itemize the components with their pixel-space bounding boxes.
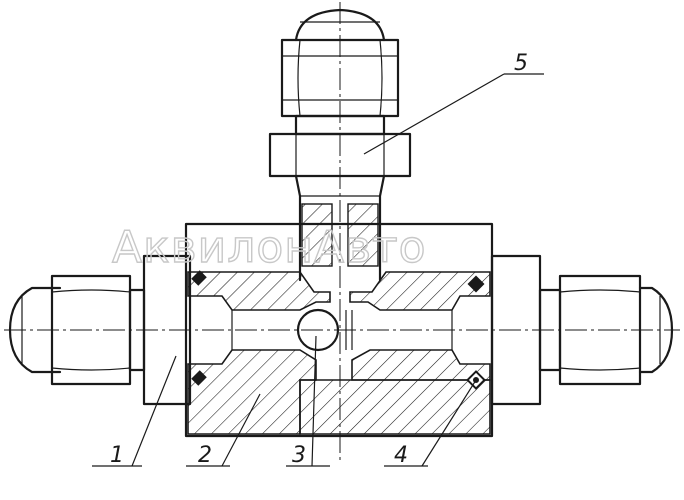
callout-4-label: 4: [394, 443, 408, 468]
callout-3-label: 3: [292, 443, 306, 468]
callout-5-label: 5: [514, 51, 528, 76]
callout-1-label: 1: [110, 443, 124, 468]
top-fitting: [268, 8, 412, 282]
leader-lines: [92, 73, 544, 467]
callout-2-label: 2: [198, 443, 212, 468]
watermark-text: АквилонАвто: [112, 222, 427, 273]
